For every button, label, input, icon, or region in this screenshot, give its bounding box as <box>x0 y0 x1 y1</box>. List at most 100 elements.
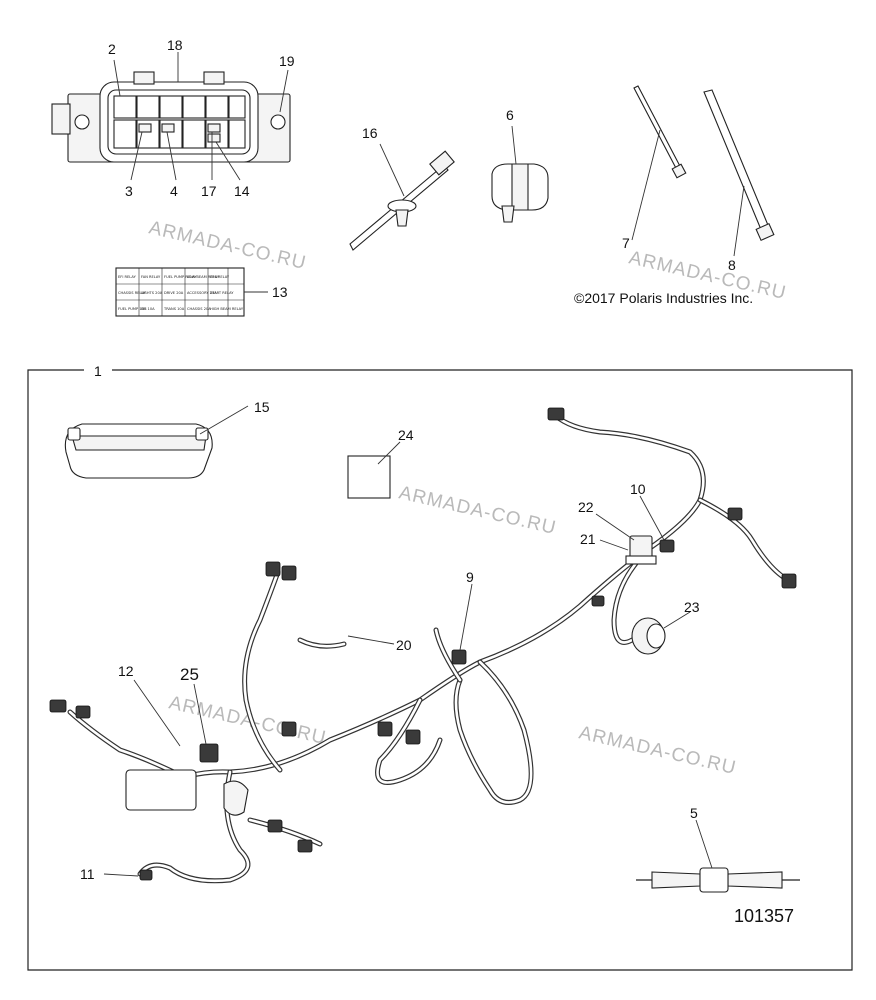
callout-19: 19 <box>279 53 295 69</box>
fuse-label-r1c2: FAN RELAY <box>141 275 161 279</box>
connector-10 <box>659 539 675 553</box>
fuse-3 <box>138 123 152 133</box>
connector-9 <box>451 649 467 665</box>
callout-6: 6 <box>506 107 514 123</box>
fuse-label-r3c5: HIGH BEAM RELAY <box>210 307 244 311</box>
callout-25: 25 <box>180 665 199 684</box>
callout-2: 2 <box>108 41 116 57</box>
fuse-box-cover: 15 <box>64 399 270 479</box>
fuse-holder-5-right <box>727 871 783 889</box>
connector-top-end <box>547 407 565 421</box>
callout-4: 4 <box>170 183 178 199</box>
callout-10: 10 <box>630 481 646 497</box>
cable-tie-8-head <box>755 222 775 242</box>
connector-center-1 <box>281 721 297 737</box>
connector-upper-2 <box>281 565 297 581</box>
inline-fuse-holder: 5 <box>636 805 800 893</box>
fuse-box-cover-latch-r <box>195 427 209 441</box>
callout-8: 8 <box>728 257 736 273</box>
callout-13: 13 <box>272 284 288 300</box>
connector-upper-1 <box>265 561 281 577</box>
fuse-label-outline <box>115 267 245 317</box>
callout-12: 12 <box>118 663 134 679</box>
fuse-box-cover-latch-l <box>67 427 81 441</box>
connector-11 <box>139 869 153 881</box>
connector-right-upper <box>727 507 743 521</box>
fuse-box-cover-lip <box>71 435 207 451</box>
relay-assembly: 22 21 <box>578 499 657 565</box>
fuse-14 <box>207 133 221 143</box>
fuse-label-r2c2: LIGHTS 20A <box>141 291 163 295</box>
cable-tie-16-head <box>429 150 455 176</box>
connector-25 <box>199 743 219 763</box>
connector-right-lower <box>781 573 797 589</box>
callout-22: 22 <box>578 499 594 515</box>
main-harness-assembly: 1 15 24 <box>27 363 853 971</box>
fuse-holder-5-body <box>699 867 729 893</box>
callout-21: 21 <box>580 531 596 547</box>
fuse-label-r1c3: FUEL PUMP RELAY <box>164 275 197 279</box>
fuse-box-mount-hole-right <box>270 114 286 130</box>
harness-label: 24 <box>347 427 414 499</box>
grommet-23: 23 <box>631 599 700 655</box>
grommet-23-face <box>646 623 666 649</box>
connector-mid-1 <box>377 721 393 737</box>
assembly-frame <box>27 369 853 971</box>
cable-tie-8: 8 <box>703 89 775 273</box>
callout-18: 18 <box>167 37 183 53</box>
callout-7: 7 <box>622 235 630 251</box>
callout-11: 11 <box>80 866 95 882</box>
cable-tie-16-anchor <box>395 209 409 227</box>
callout-9: 9 <box>466 569 474 585</box>
fuse-17 <box>207 123 221 133</box>
watermark-5: ARMADA-CO.RU <box>577 722 738 779</box>
callout-17: 17 <box>201 183 217 199</box>
fuse-label-r2c5: START RELAY <box>210 291 234 295</box>
fuse-label-r2c3: DRIVE 20A <box>164 291 184 295</box>
connector-left-1 <box>49 699 67 713</box>
fuse-label-r2c4: ACCESSORY 20A <box>187 291 217 295</box>
diagram-id: 101357 <box>734 906 794 926</box>
cable-tie-7-head <box>671 163 687 179</box>
fuse-label-r2c1: CHASSIS RELAY <box>118 291 147 295</box>
fuse-box: 2 18 19 3 4 17 14 <box>51 37 295 199</box>
connector-bottom-1 <box>267 819 283 833</box>
cable-tie-7: 7 <box>622 85 687 251</box>
fuse-box-tab-left <box>51 103 71 135</box>
clip-6-band <box>511 163 529 211</box>
callout-23: 23 <box>684 599 700 615</box>
watermark-3: ARMADA-CO.RU <box>397 482 558 539</box>
fuse-label-r3c1: FUEL PUMP 10A <box>118 307 147 311</box>
callout-16: 16 <box>362 125 378 141</box>
callout-24: 24 <box>398 427 414 443</box>
harness-boot <box>223 780 249 816</box>
callout-3: 3 <box>125 183 133 199</box>
fuse-label-r1c1: EFI RELAY <box>118 275 137 279</box>
cable-tie-8-strap <box>703 89 771 233</box>
fuse-holder-5-left <box>651 871 701 889</box>
callout-1: 1 <box>94 363 102 379</box>
fuse-box-latch-right <box>203 71 225 85</box>
cable-tie-10: 10 <box>630 481 675 553</box>
cable-tie-7-strap <box>633 85 683 173</box>
harness-connectors <box>49 407 797 853</box>
clip-6-stud <box>501 205 515 223</box>
push-mount-cable-tie: 16 <box>349 125 455 251</box>
harness-label-tag <box>347 455 391 499</box>
watermark-1: ARMADA-CO.RU <box>147 217 308 274</box>
callout-15: 15 <box>254 399 270 415</box>
callout-5: 5 <box>690 805 698 821</box>
connector-left-2 <box>75 705 91 719</box>
fuse-box-in-harness <box>125 769 197 811</box>
fuse-box-relay-grid <box>113 95 246 149</box>
fuse-label-r1c5: EPS RELAY <box>210 275 230 279</box>
relay-21-bracket <box>625 555 657 565</box>
fuse-box-mount-hole-left <box>74 114 90 130</box>
fuse-label-r1c4: LOW BEAM RELAY <box>187 275 220 279</box>
callout-14: 14 <box>234 183 250 199</box>
connector-mount-clip: 6 <box>491 107 549 223</box>
fuse-label-decal: EFI RELAY FAN RELAY FUEL PUMP RELAY LOW … <box>115 267 288 317</box>
fuse-box-cover-body <box>64 423 213 479</box>
fuse-label-r3c2: EFI 10A <box>141 307 155 311</box>
